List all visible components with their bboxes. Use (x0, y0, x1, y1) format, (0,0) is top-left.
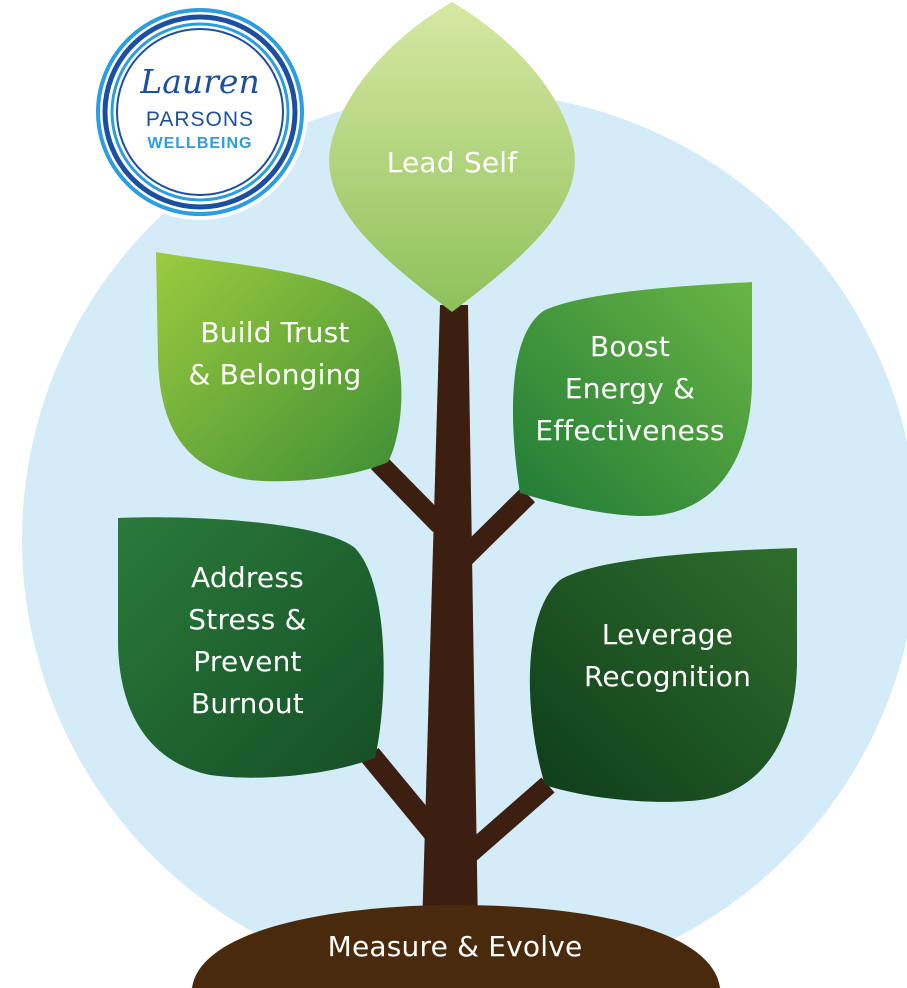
leaf-upper-left (156, 252, 402, 482)
leaf-upper-left-line: & Belonging (188, 358, 362, 391)
leaf-upper-left-line: Build Trust (200, 316, 350, 349)
leaf-top (329, 2, 575, 312)
soil-mound (192, 905, 720, 988)
branch-lower-right (461, 777, 555, 863)
leaf-lower-left-line: Stress & (188, 603, 307, 636)
branches (361, 454, 555, 863)
logo-surname: PARSONS (145, 108, 255, 131)
leaf-upper-right-line: Boost (589, 330, 671, 363)
branch-upper-right (454, 487, 536, 568)
leaf-lower-right (529, 548, 797, 802)
brand-logo (92, 4, 308, 220)
leaf-lower-left-label: Address Stress & Prevent Burnout (130, 557, 365, 725)
logo-script-name: Lauren (140, 62, 260, 101)
leaf-lower-left (118, 517, 384, 778)
leaf-lower-right-line: Recognition (583, 660, 752, 693)
leaf-lower-left-line: Burnout (191, 687, 304, 720)
leaf-upper-right-label: Boost Energy & Effectiveness (510, 326, 750, 452)
ground-label: Measure & Evolve (327, 930, 583, 963)
leaf-upper-left-label: Build Trust & Belonging (160, 312, 390, 396)
leaf-upper-right-line: Energy & (564, 372, 696, 405)
leaf-upper-right-line: Effectiveness (535, 414, 725, 447)
leaf-top-label: Lead Self (352, 142, 552, 184)
leaf-upper-right (512, 282, 752, 516)
trunk (422, 305, 478, 930)
leaf-lower-left-line: Prevent (193, 645, 302, 678)
leaf-top-line: Lead Self (386, 146, 518, 179)
leaf-lower-left-line: Address (191, 561, 304, 594)
leaf-lower-right-label: Leverage Recognition (550, 614, 785, 698)
branch-lower-left (361, 747, 445, 843)
leaf-lower-right-line: Leverage (601, 618, 734, 651)
logo-tagline: WELLBEING (147, 135, 253, 152)
branch-upper-left (370, 454, 448, 533)
